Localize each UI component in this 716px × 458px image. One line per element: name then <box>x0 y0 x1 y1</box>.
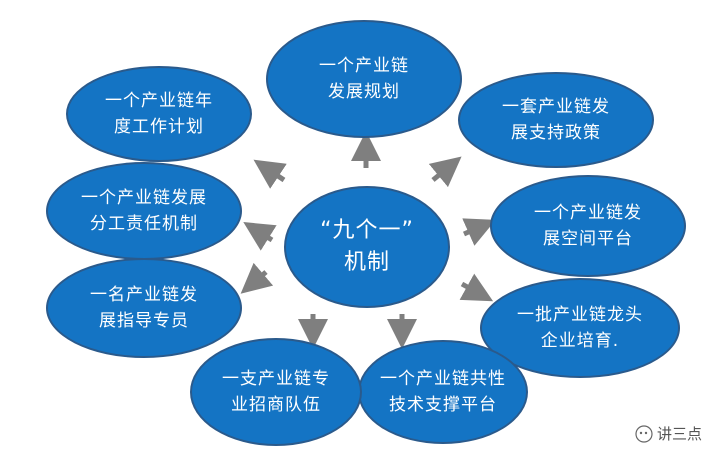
node-label: 一个产业链 发展规划 <box>319 56 409 102</box>
center-label: “九个一” 机制 <box>320 218 414 275</box>
arrow-lower-left <box>240 262 274 294</box>
node-support-policy: 一套产业链发 展支持政策 <box>458 72 654 168</box>
arrow-upper-left <box>253 159 287 189</box>
arrow-right <box>462 218 496 246</box>
node-label: 一个产业链年 度工作计划 <box>105 91 213 137</box>
arrow-upper-right <box>428 156 462 188</box>
node-label: 一个产业链发 展空间平台 <box>534 203 642 249</box>
node-investment-team: 一支产业链专 业招商队伍 <box>190 338 362 446</box>
node-label: 一支产业链专 业招商队伍 <box>222 369 330 415</box>
center-node: “九个一” 机制 <box>284 186 450 308</box>
node-tech-platform: 一个产业链共性 技术支撑平台 <box>358 340 528 444</box>
node-guidance-officer: 一名产业链发 展指导专员 <box>46 258 242 358</box>
node-space-platform: 一个产业链发 展空间平台 <box>490 175 686 277</box>
wechat-icon <box>635 424 653 443</box>
node-leading-enterprise: 一批产业链龙头 企业培育. <box>480 278 680 378</box>
node-responsibility-mechanism: 一个产业链发展 分工责任机制 <box>46 162 242 260</box>
node-label: 一套产业链发 展支持政策 <box>502 97 610 143</box>
node-label: 一批产业链龙头 企业培育. <box>517 305 643 351</box>
watermark-text: 讲三点 <box>656 425 702 443</box>
arrow-lower-right <box>459 273 494 302</box>
node-label: 一名产业链发 展指导专员 <box>90 285 198 331</box>
node-label: 一个产业链共性 技术支撑平台 <box>380 369 506 415</box>
node-label: 一个产业链发展 分工责任机制 <box>81 188 207 234</box>
arrow-left <box>243 222 277 251</box>
node-development-plan: 一个产业链 发展规划 <box>266 20 462 138</box>
node-annual-plan: 一个产业链年 度工作计划 <box>66 66 252 162</box>
watermark: 讲三点 <box>635 423 702 444</box>
